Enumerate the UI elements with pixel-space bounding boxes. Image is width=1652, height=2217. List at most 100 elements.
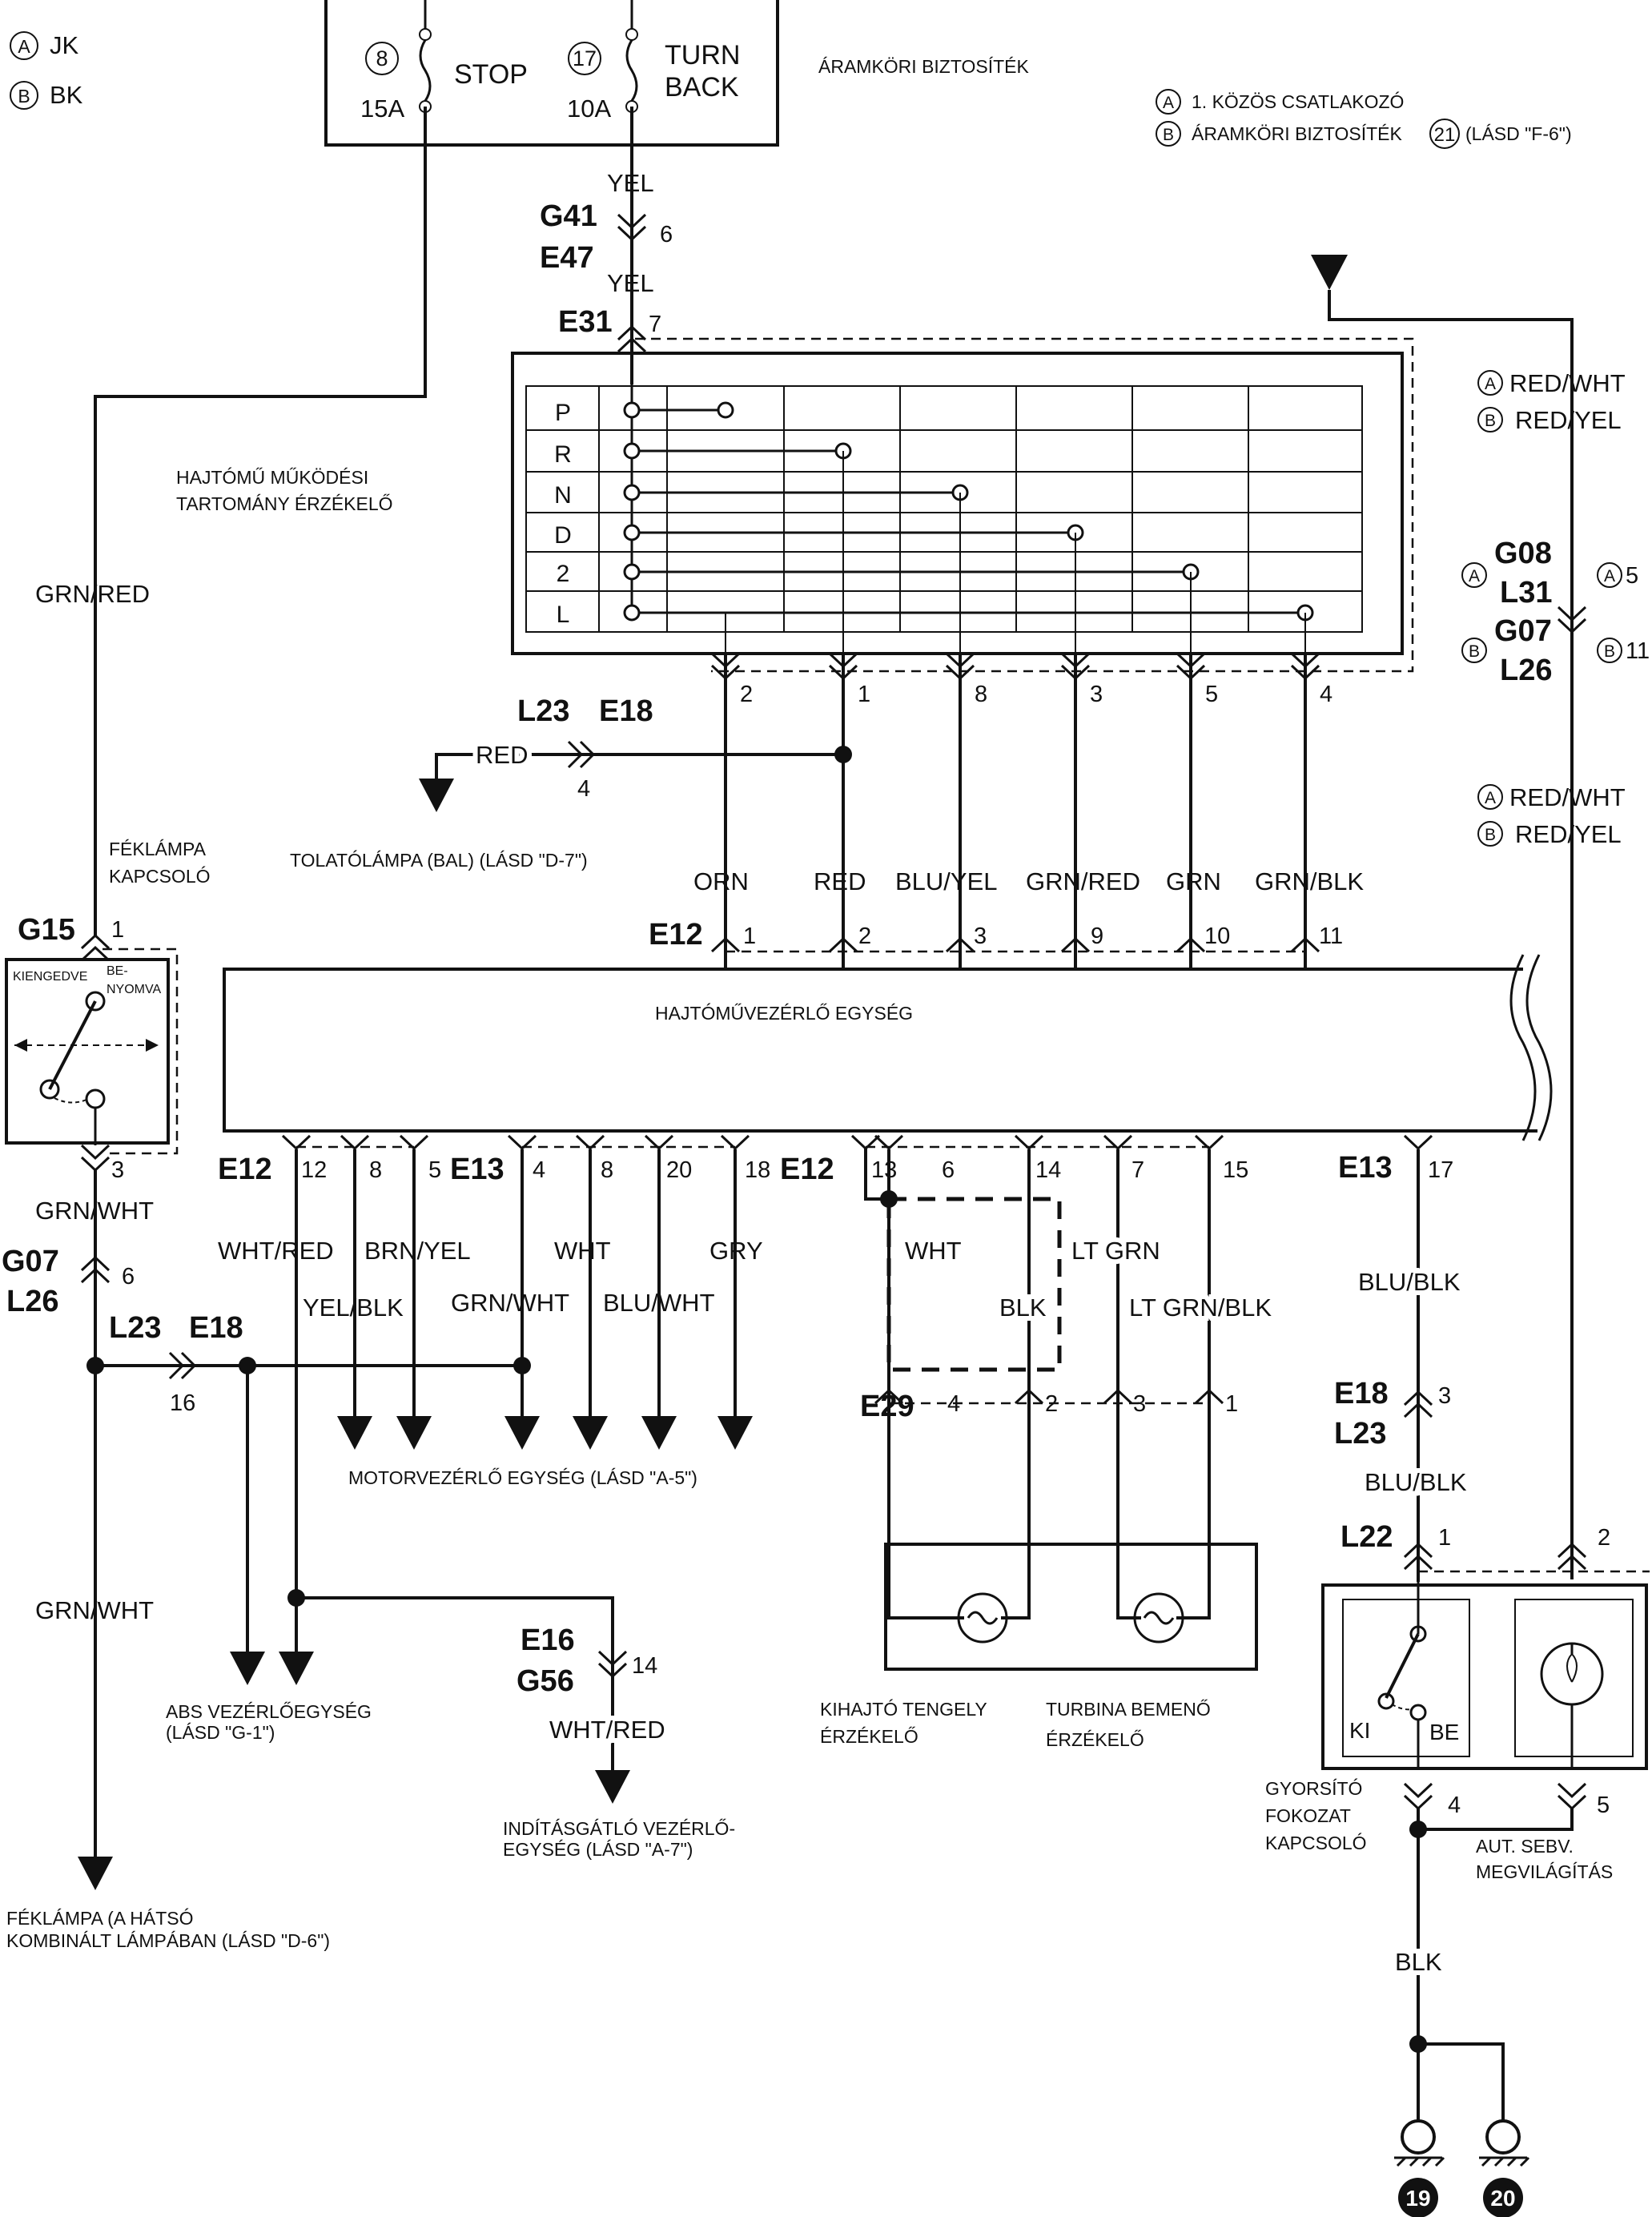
connector-l22: L22	[1340, 1520, 1393, 1554]
brake-switch-label-2: KAPCSOLÓ	[109, 866, 211, 887]
illumination-label-1: AUT. SEBV.	[1476, 1836, 1574, 1857]
wire-wht-sensor: WHT	[905, 1237, 962, 1265]
pin-l23-left: 16	[170, 1390, 195, 1416]
immobilizer-label-2: EGYSÉG (LÁSD "A-7")	[503, 1839, 693, 1860]
range-sensor: P R N D 2 L	[511, 337, 1414, 673]
wire-red-yel-1: RED/YEL	[1515, 406, 1622, 434]
ground-19: 19	[1405, 2186, 1430, 2211]
pin-e18-right: 3	[1438, 1383, 1451, 1409]
pin-g08-a: 5	[1626, 563, 1638, 589]
svg-text:B: B	[1163, 126, 1174, 144]
wire-blk-ground: BLK	[1395, 1948, 1442, 1976]
ecm-label: MOTORVEZÉRLŐ EGYSÉG (LÁSD "A-5")	[348, 1467, 697, 1488]
connector-e47: E47	[540, 241, 594, 275]
e12-top-pin-1: 1	[743, 923, 756, 949]
pin-e31: 7	[649, 312, 661, 337]
svg-text:A: A	[1485, 789, 1496, 807]
e12-bl-pin-8: 8	[369, 1157, 382, 1183]
range-pin-2: 2	[740, 682, 753, 707]
note-fuse-number: 21	[1434, 124, 1456, 146]
range-row-l: L	[557, 602, 570, 628]
e29-pin-4: 4	[947, 1391, 960, 1417]
wire-red-yel-2: RED/YEL	[1515, 820, 1622, 848]
wire-grn-wht-2: GRN/WHT	[35, 1596, 154, 1624]
fuse-8-amp: 15A	[360, 95, 404, 123]
brake-lamp-label-2: KOMBINÁLT LÁMPÁBAN (LÁSD "D-6")	[6, 1930, 330, 1951]
range-row-d: D	[554, 522, 572, 549]
connector-g15: G15	[18, 913, 75, 947]
l22-pin-1: 1	[1438, 1525, 1451, 1551]
l22-bottom-pin-5: 5	[1597, 1793, 1610, 1818]
fuse-17-name-2: BACK	[665, 72, 739, 103]
ground-points: 19 20	[1394, 2119, 1530, 2217]
legend-a-mark: A	[18, 36, 30, 57]
e12-bm-pin-7: 7	[1131, 1157, 1144, 1183]
e13-br-pin-17: 17	[1428, 1157, 1453, 1183]
turbine-sensor-label-1: TURBINA BEMENŐ	[1046, 1699, 1211, 1720]
range-pin-1: 1	[858, 682, 870, 707]
overdrive-switch-unit: KI BE	[1321, 1571, 1648, 1770]
svg-text:B: B	[1485, 412, 1496, 430]
switch-pressed-2: NYOMVA	[107, 983, 161, 996]
range-pin-4: 4	[1320, 682, 1332, 707]
fuse-block-label: ÁRAMKÖRI BIZTOSÍTÉK	[818, 56, 1029, 77]
range-pin-8: 8	[975, 682, 987, 707]
connector-g07-right: G07	[1494, 614, 1552, 648]
reverse-lamp-label: TOLATÓLÁMPA (BAL) (LÁSD "D-7")	[290, 850, 588, 871]
pin-g07-left: 6	[122, 1264, 135, 1290]
e12-bl-pin-12: 12	[301, 1157, 327, 1183]
connector-l23-right: L23	[1334, 1417, 1386, 1451]
abs-label-2: (LÁSD "G-1")	[166, 1722, 275, 1743]
illumination-label-2: MEGVILÁGÍTÁS	[1476, 1861, 1613, 1882]
connector-l31: L31	[1500, 576, 1552, 610]
connector-e12-bottom-left: E12	[218, 1153, 272, 1186]
connector-e18-right: E18	[1334, 1377, 1389, 1410]
g07-b-mark: B	[1604, 642, 1615, 661]
connector-l23-top: L23	[517, 694, 569, 728]
fuse-8-number: 8	[376, 46, 388, 70]
connector-e18-top: E18	[599, 694, 653, 728]
e13-bl-pin-8: 8	[601, 1157, 613, 1183]
range-row-p: P	[555, 400, 571, 426]
e13-bl-pin-4: 4	[533, 1157, 545, 1183]
connector-e13-bottom-left: E13	[450, 1153, 504, 1186]
pin-g07-b: 11	[1626, 638, 1650, 664]
e12-bm-pin-13: 13	[871, 1157, 897, 1183]
wire-blk-sensor: BLK	[999, 1294, 1047, 1322]
range-sensor-outputs: 2 1 8 3 5 4	[710, 451, 1332, 969]
e29-pin-1: 1	[1225, 1391, 1238, 1417]
wire-red-wht-2: RED/WHT	[1509, 783, 1626, 811]
connector-e13-bottom-right: E13	[1338, 1151, 1393, 1185]
e29-pin-3: 3	[1133, 1391, 1146, 1417]
wire-grn-red: GRN/RED	[1026, 867, 1140, 895]
connector-g08: G08	[1494, 537, 1552, 570]
e12-top-pin-2: 2	[858, 923, 871, 949]
wire-red-wht-1: RED/WHT	[1509, 369, 1626, 397]
wire-red: RED	[814, 867, 866, 895]
e12-top-pin-3: 3	[974, 923, 987, 949]
wire-blu-yel: BLU/YEL	[895, 867, 998, 895]
fuse-17-amp: 10A	[567, 95, 611, 123]
output-sensor-label-1: KIHAJTÓ TENGELY	[820, 1699, 987, 1720]
svg-text:A: A	[1469, 567, 1480, 585]
brake-lamp-label-1: FÉKLÁMPA (A HÁTSÓ	[6, 1908, 193, 1929]
output-sensor-label-2: ÉRZÉKELŐ	[820, 1726, 918, 1747]
tcm-label: HAJTÓMŰVEZÉRLŐ EGYSÉG	[655, 1003, 913, 1024]
switch-on: BE	[1429, 1720, 1459, 1744]
connector-e18-left: E18	[189, 1311, 243, 1345]
overdrive-label-3: KAPCSOLÓ	[1265, 1833, 1367, 1853]
wire-grn: GRN	[1166, 867, 1221, 895]
g08-a-mark: A	[1604, 567, 1615, 585]
e12-top-pin-10: 10	[1204, 923, 1230, 949]
e12-bm-pin-14: 14	[1035, 1157, 1061, 1183]
e13-bl-pin-18: 18	[745, 1157, 770, 1183]
connector-e16: E16	[521, 1624, 575, 1657]
fuse-8-name: STOP	[454, 59, 528, 90]
svg-text:B: B	[1469, 642, 1480, 661]
legend-a-text: JK	[50, 31, 79, 59]
fuse-17-number: 17	[573, 46, 597, 70]
connector-l23-left: L23	[109, 1311, 161, 1345]
range-pin-5: 5	[1205, 682, 1218, 707]
note-common-connector: 1. KÖZÖS CSATLAKOZÓ	[1192, 91, 1404, 112]
